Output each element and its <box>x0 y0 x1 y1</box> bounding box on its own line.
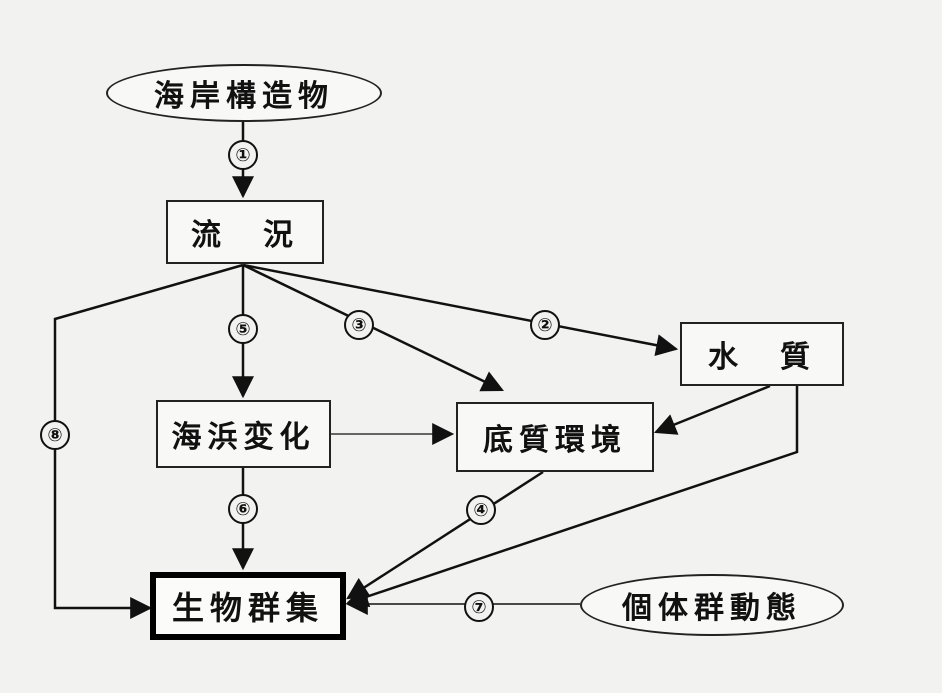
node-water-quality-label: 水 質 <box>708 340 816 375</box>
edge-label-1: ① <box>228 140 258 170</box>
node-population-dynamics-label: 個体群動態 <box>622 591 802 626</box>
edge-label-5: ⑤ <box>228 314 258 344</box>
edge-label-7: ⑦ <box>464 592 494 622</box>
node-biological-community: 生物群集 <box>150 572 346 640</box>
node-beach-change-label: 海浜変化 <box>171 420 316 455</box>
edge-label-3: ③ <box>344 310 374 340</box>
edge-label-6: ⑥ <box>228 494 258 524</box>
node-flow-condition: 流 況 <box>166 200 324 264</box>
node-biological-community-label: 生物群集 <box>171 589 324 627</box>
node-population-dynamics: 個体群動態 <box>580 574 844 636</box>
edge-label-8: ⑧ <box>40 420 70 450</box>
edge-flow-to-community <box>53 263 244 619</box>
node-bottom-environment: 底質環境 <box>456 402 654 472</box>
node-coastal-structure-label: 海岸構造物 <box>154 79 334 114</box>
node-water-quality: 水 質 <box>680 322 844 386</box>
edge-flow-to-water-quality <box>242 263 679 357</box>
node-flow-condition-label: 流 況 <box>191 218 299 253</box>
edge-bottom-to-community <box>346 470 544 600</box>
edge-water-to-bottom <box>653 384 771 435</box>
edge-label-4: ④ <box>466 495 496 525</box>
edge-label-2: ② <box>530 310 560 340</box>
edge-water-to-community <box>345 386 799 608</box>
node-bottom-environment-label: 底質環境 <box>483 423 627 458</box>
node-coastal-structure: 海岸構造物 <box>106 64 382 122</box>
node-beach-change: 海浜変化 <box>156 400 331 468</box>
